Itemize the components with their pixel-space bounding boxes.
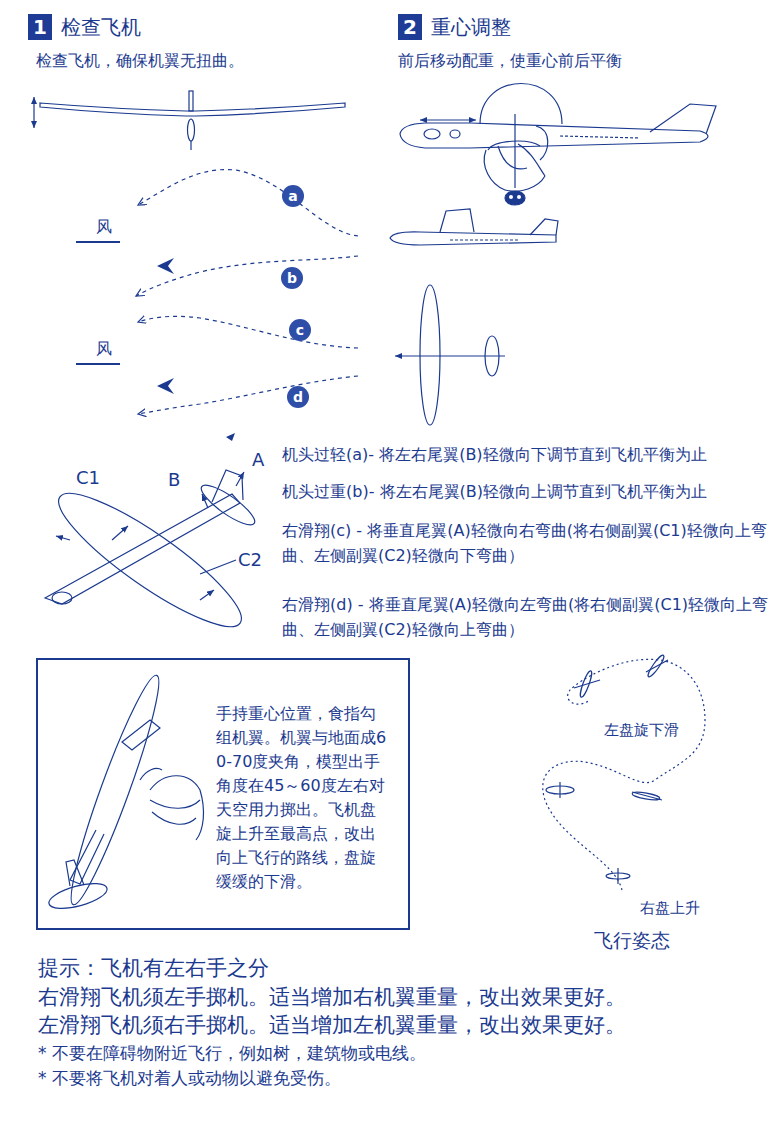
label-text: 提示：飞机有左右手之分 (38, 954, 269, 982)
label-text: 左滑翔飞机须右手掷机。适当增加左机翼重量，改出效果更好。 (38, 1011, 626, 1039)
callout-circle: b (281, 267, 303, 289)
label-text: 右滑翔(c) - 将垂直尾翼(A)轻微向右弯曲(将右侧副翼(C1)轻微向上弯曲、… (282, 518, 772, 568)
label-text: C1 (76, 466, 100, 490)
label-text: 风 (96, 338, 112, 360)
instruction-text: 手持重心位置，食指勾组机翼。机翼与地面成60-70度夹角，模型出手角度在45～6… (216, 702, 388, 894)
label-text: 机头过轻(a)- 将左右尾翼(B)轻微向下调节直到飞机平衡为止 (282, 444, 772, 466)
label-text: * 不要在障碍物附近飞行，例如树，建筑物或电线。 (38, 1042, 426, 1065)
callout-letter: c (296, 319, 304, 341)
callout-letter: d (293, 386, 303, 408)
step-number: 2 (398, 14, 422, 40)
callout-circle: d (287, 386, 309, 408)
step-heading: 重心调整 (431, 14, 511, 40)
callout-circle: a (282, 185, 304, 207)
step-number: 1 (28, 14, 52, 40)
callout-letter: a (288, 185, 297, 207)
label-text: 飞行姿态 (594, 928, 670, 954)
label-text: C2 (238, 548, 262, 572)
label-text: 右盘上升 (640, 898, 700, 918)
label-text: 右滑翔飞机须左手掷机。适当增加右机翼重量，改出效果更好。 (38, 983, 626, 1011)
label-text: B (168, 468, 180, 492)
label-text: 检查飞机，确保机翼无扭曲。 (36, 50, 244, 72)
step-header: 2 重心调整 (398, 14, 511, 40)
step-heading: 检查飞机 (61, 14, 141, 40)
callout-letter: b (287, 267, 297, 289)
label-text: 风 (96, 216, 112, 238)
callout-circle: c (289, 319, 311, 341)
instruction-box: 手持重心位置，食指勾组机翼。机翼与地面成60-70度夹角，模型出手角度在45～6… (36, 658, 410, 930)
label-text: * 不要将飞机对着人或动物以避免受伤。 (38, 1067, 341, 1090)
label-text: A (252, 448, 264, 472)
label-text: 左盘旋下滑 (604, 720, 679, 740)
label-text: 前后移动配重，使重心前后平衡 (398, 50, 622, 72)
label-text: 机头过重(b)- 将左右尾翼(B)轻微向上调节直到飞机平衡为止 (282, 481, 772, 503)
label-text: 右滑翔(d) - 将垂直尾翼(A)轻微向左弯曲(将右侧副翼(C1)轻微向上弯曲、… (282, 592, 772, 642)
step-header: 1 检查飞机 (28, 14, 141, 40)
